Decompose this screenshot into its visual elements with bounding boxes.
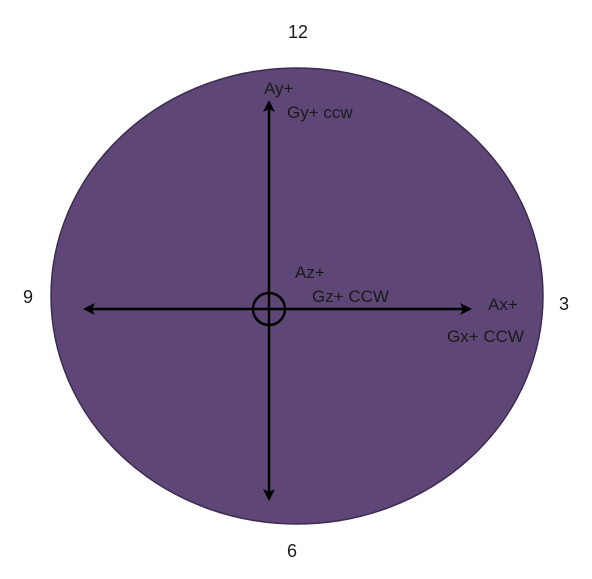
clock-label-12: 12	[288, 22, 309, 42]
y-gyro-label: Gy+ ccw	[287, 103, 353, 122]
z-accel-label: Az+	[295, 263, 325, 282]
x-gyro-label: Gx+ CCW	[447, 327, 524, 346]
z-gyro-label: Gz+ CCW	[312, 287, 389, 306]
clock-label-3: 3	[559, 294, 570, 314]
y-accel-label: Ay+	[264, 79, 294, 98]
clock-label-9: 9	[23, 287, 34, 307]
x-accel-label: Ax+	[488, 295, 518, 314]
z-axis-out-of-page-symbol	[251, 291, 287, 327]
clock-label-6: 6	[287, 541, 298, 561]
device-disc	[50, 67, 544, 525]
